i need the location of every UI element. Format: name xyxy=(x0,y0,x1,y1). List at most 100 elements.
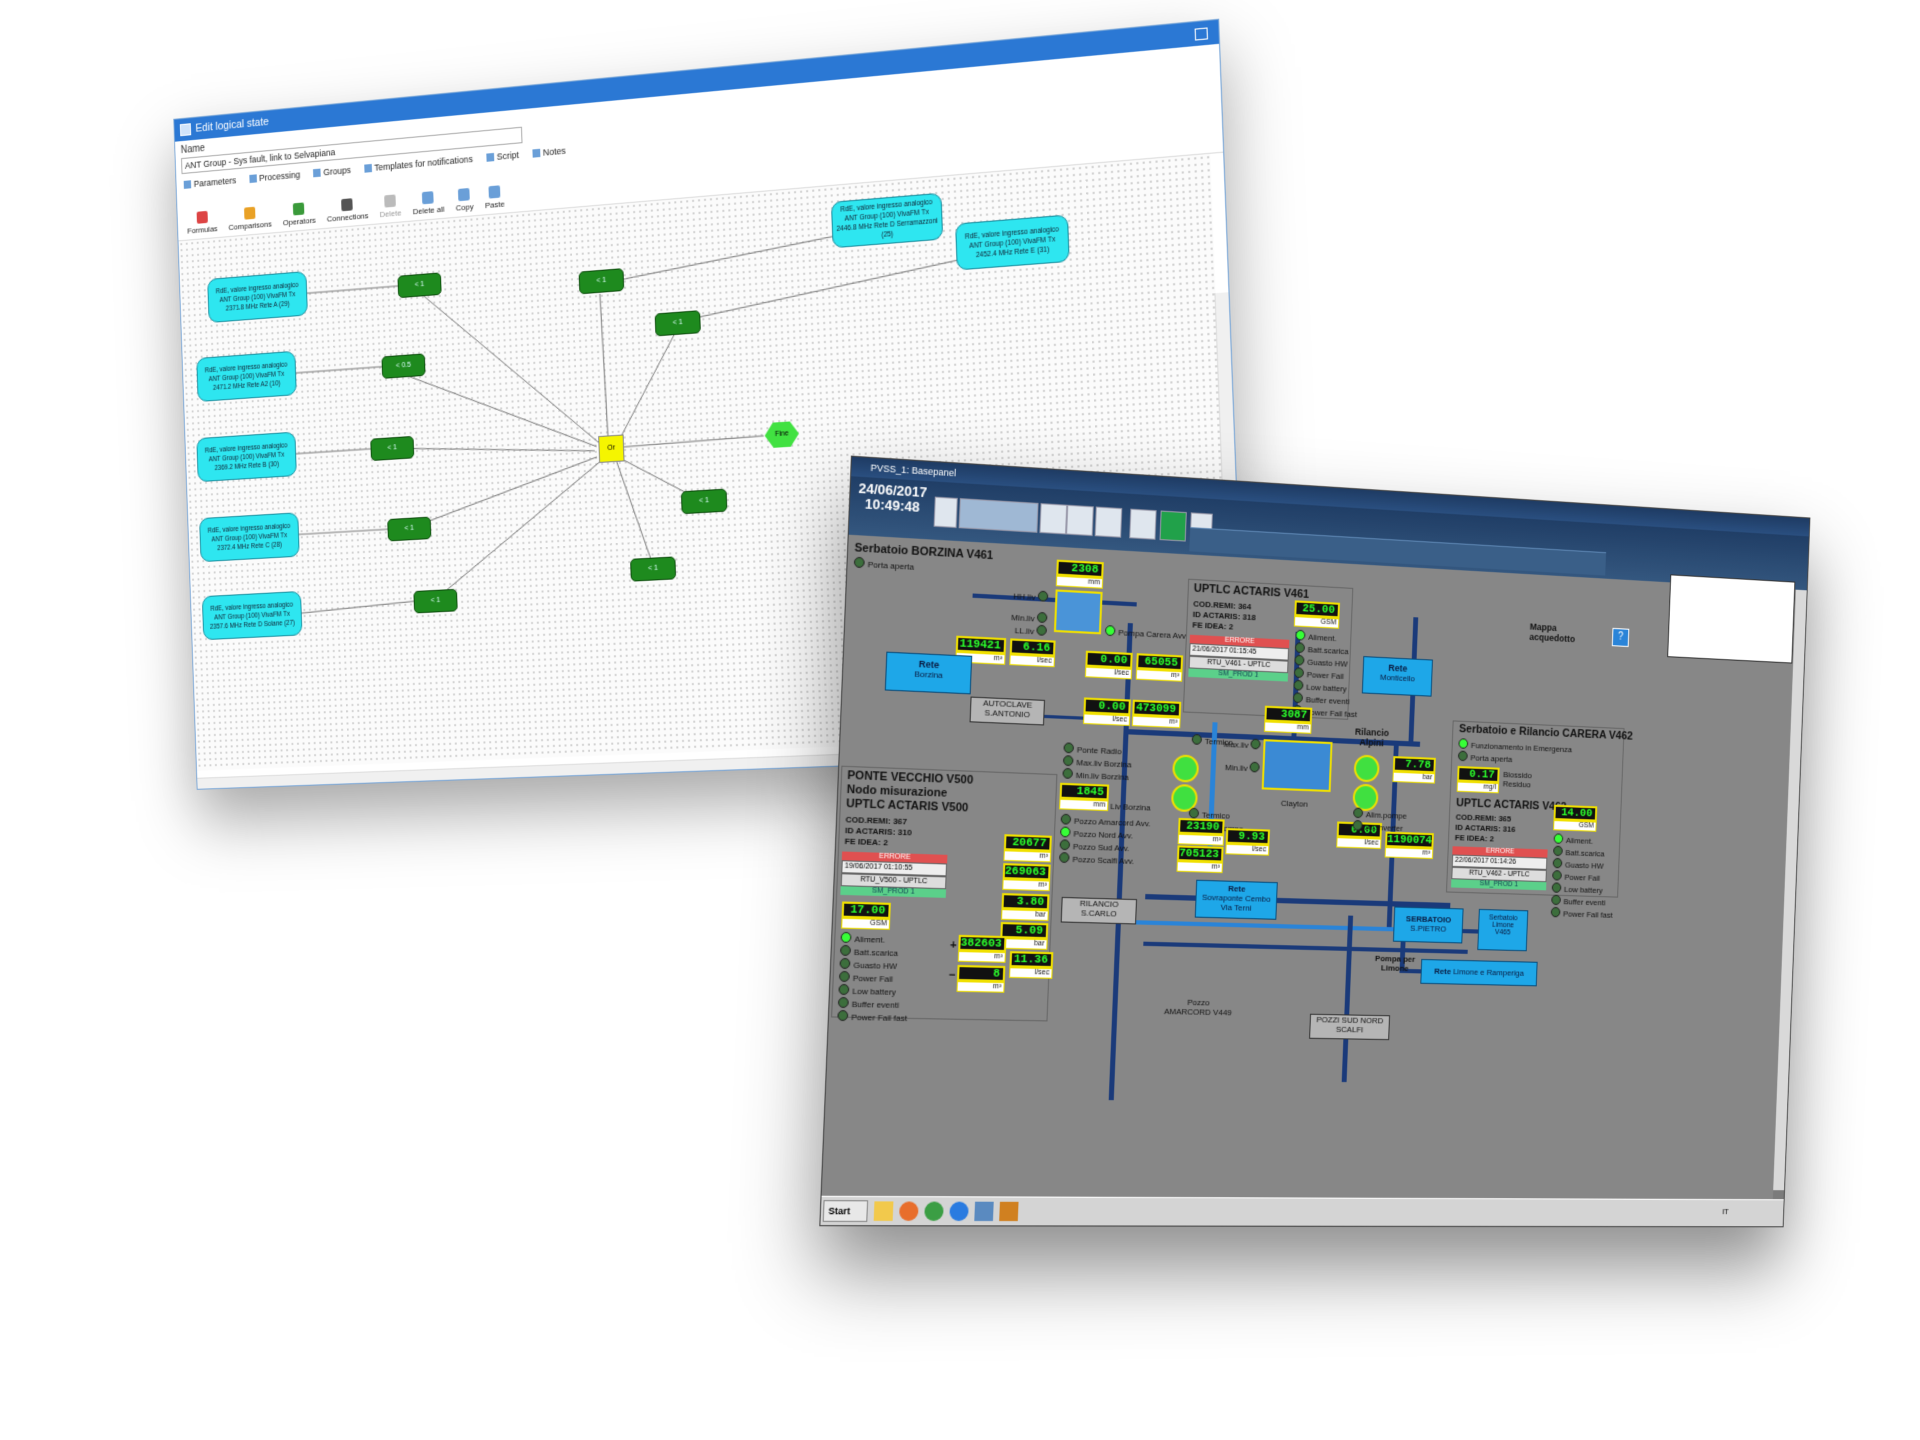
language-indicator[interactable]: IT xyxy=(1722,1207,1729,1217)
comparison-node[interactable]: < 0.5 xyxy=(381,353,426,379)
formulas-button[interactable]: Formulas xyxy=(187,210,218,236)
analog-input-node[interactable]: RdE, valore ingresso analogico ANT Group… xyxy=(201,590,303,641)
q9-unit: m³ xyxy=(1384,847,1434,860)
analog-input-node[interactable]: RdE, valore ingresso analogico ANT Group… xyxy=(196,431,297,483)
tab-label: Notes xyxy=(542,145,566,158)
rete-borzina-box[interactable]: Rete Borzina xyxy=(884,651,973,695)
settings-icon[interactable] xyxy=(999,1201,1019,1222)
tab-script[interactable]: Script xyxy=(485,150,519,163)
borzina-tank xyxy=(1053,589,1103,635)
operators-icon xyxy=(293,202,305,216)
ponte-unit-1: m³ xyxy=(1003,850,1052,863)
status-led xyxy=(837,996,849,1009)
comparison-node[interactable]: < 1 xyxy=(654,310,701,337)
comparison-node[interactable]: < 1 xyxy=(370,435,415,462)
pozzi-box[interactable]: POZZI SUD NORD SCALFI xyxy=(1309,1013,1391,1041)
status-led xyxy=(1294,642,1306,654)
connections-button[interactable]: Connections xyxy=(326,197,369,224)
media-player-icon[interactable] xyxy=(898,1201,919,1221)
connection-line xyxy=(422,281,599,453)
connection-line xyxy=(293,367,382,373)
comparison-node[interactable]: < 1 xyxy=(387,516,432,542)
comparison-node[interactable]: < 1 xyxy=(578,268,625,295)
serbatoio-limone-box[interactable]: Serbatoio Limone V465 xyxy=(1477,908,1529,952)
edit-button[interactable] xyxy=(1159,510,1187,542)
connection-line xyxy=(409,457,599,528)
status-led xyxy=(1060,826,1071,838)
comparison-node[interactable]: < 1 xyxy=(397,272,442,299)
connection-line xyxy=(600,294,608,436)
q3-unit: l/sec xyxy=(1083,713,1131,727)
tab-notes[interactable]: Notes xyxy=(532,145,566,158)
ie-icon[interactable] xyxy=(949,1201,969,1222)
led-label: Power Fail fast xyxy=(851,1012,908,1024)
box-line: S.PIETRO xyxy=(1410,923,1447,934)
comparison-node[interactable]: < 1 xyxy=(680,488,728,515)
pozzo-amarcord-label: Pozzo AMARCORD V449 xyxy=(1163,997,1232,1018)
analog-input-node[interactable]: RdE, valore ingresso analogico ANT Group… xyxy=(830,192,944,249)
network-icon[interactable] xyxy=(974,1201,994,1222)
status-led xyxy=(1188,807,1200,819)
rilancio-scarlo-box[interactable]: RILANCIO S.CARLO xyxy=(1060,896,1138,925)
led-label: Power Fail fast xyxy=(1305,707,1358,720)
maximize-button[interactable] xyxy=(1194,26,1208,41)
info-button[interactable] xyxy=(1094,506,1123,538)
led-label: Guasto HW xyxy=(853,960,898,972)
status-led xyxy=(839,944,852,956)
camera-button[interactable] xyxy=(933,496,958,529)
box-line: Rete xyxy=(1434,966,1452,977)
autoclave-box[interactable]: AUTOCLAVE S.ANTONIO xyxy=(969,696,1046,726)
analog-input-node[interactable]: RdE, valore ingresso analogico ANT Group… xyxy=(955,214,1070,271)
toolbar-label: Copy xyxy=(455,201,474,213)
comparisons-button[interactable]: Comparisons xyxy=(228,205,272,232)
status-led xyxy=(1249,761,1260,773)
ponte-unit-4: bar xyxy=(999,938,1048,950)
user-button[interactable] xyxy=(1129,508,1157,540)
ponte-value-1: 20677 xyxy=(1003,834,1052,852)
delete-all-icon xyxy=(422,191,434,205)
delete-all-button[interactable]: Delete all xyxy=(412,190,445,217)
q4-unit: m³ xyxy=(1131,715,1181,729)
start-button[interactable]: Start xyxy=(822,1200,869,1222)
rete-limone-box[interactable]: Rete Limone e Ramperiga xyxy=(1420,958,1538,987)
toolbar-label: Delete all xyxy=(412,204,445,217)
analog-input-node[interactable]: RdE, valore ingresso analogico ANT Group… xyxy=(199,512,300,563)
groups-icon xyxy=(313,168,321,178)
help-icon[interactable]: ? xyxy=(1611,627,1630,648)
overview-minimap[interactable] xyxy=(1667,574,1796,664)
rete-monticello-box[interactable]: Rete Monticello xyxy=(1361,656,1433,697)
ponte-value-5: 382603 xyxy=(958,934,1007,953)
comparisons-icon xyxy=(243,206,256,220)
serbatoio-pietro-box[interactable]: SERBATOIO S.PIETRO xyxy=(1392,906,1464,944)
copy-button[interactable]: Copy xyxy=(455,187,474,213)
folder-icon[interactable] xyxy=(873,1201,894,1221)
comparison-node[interactable]: < 1 xyxy=(630,556,677,582)
uptlc462-feidea: FE IDEA: 2 xyxy=(1454,832,1495,844)
windows-taskbar: Start IT xyxy=(820,1195,1784,1227)
delete-button[interactable]: Delete xyxy=(379,194,402,219)
toolbar-label: Operators xyxy=(282,215,316,228)
operators-button[interactable]: Operators xyxy=(282,201,316,227)
chrome-icon[interactable] xyxy=(924,1201,944,1221)
led-label: Pozzo Scalfi Avv. xyxy=(1072,854,1135,867)
analog-input-node[interactable]: RdE, valore ingresso analogico ANT Group… xyxy=(207,271,308,324)
rete-sovraponte-box[interactable]: Rete Sovraponte Cembo Via Terni xyxy=(1194,879,1278,920)
ponte-value-7: 8 xyxy=(956,964,1006,983)
status-led xyxy=(1552,857,1563,869)
led-label: HH.liv xyxy=(1013,591,1036,603)
network-view-button[interactable] xyxy=(958,498,1039,533)
v500-feidea: FE IDEA: 2 xyxy=(844,836,889,848)
toolbar-label: Comparisons xyxy=(228,219,272,233)
tools-button[interactable] xyxy=(1066,504,1094,537)
tab-groups[interactable]: Groups xyxy=(313,165,351,178)
uptlc462-status-table: ERRORE 22/06/2017 01:14:26 RTU_V462 - UP… xyxy=(1450,846,1548,891)
or-operator-node[interactable]: Or xyxy=(598,434,625,464)
comparison-node[interactable]: < 1 xyxy=(413,588,458,614)
analog-input-node[interactable]: RdE, valore ingresso analogico ANT Group… xyxy=(196,350,297,403)
led-label: Aliment. xyxy=(1308,632,1337,644)
status-led xyxy=(1104,625,1116,637)
paste-button[interactable]: Paste xyxy=(484,185,505,210)
box-line: V465 xyxy=(1494,928,1511,937)
status-led xyxy=(1353,807,1364,819)
report-button[interactable] xyxy=(1039,503,1068,535)
